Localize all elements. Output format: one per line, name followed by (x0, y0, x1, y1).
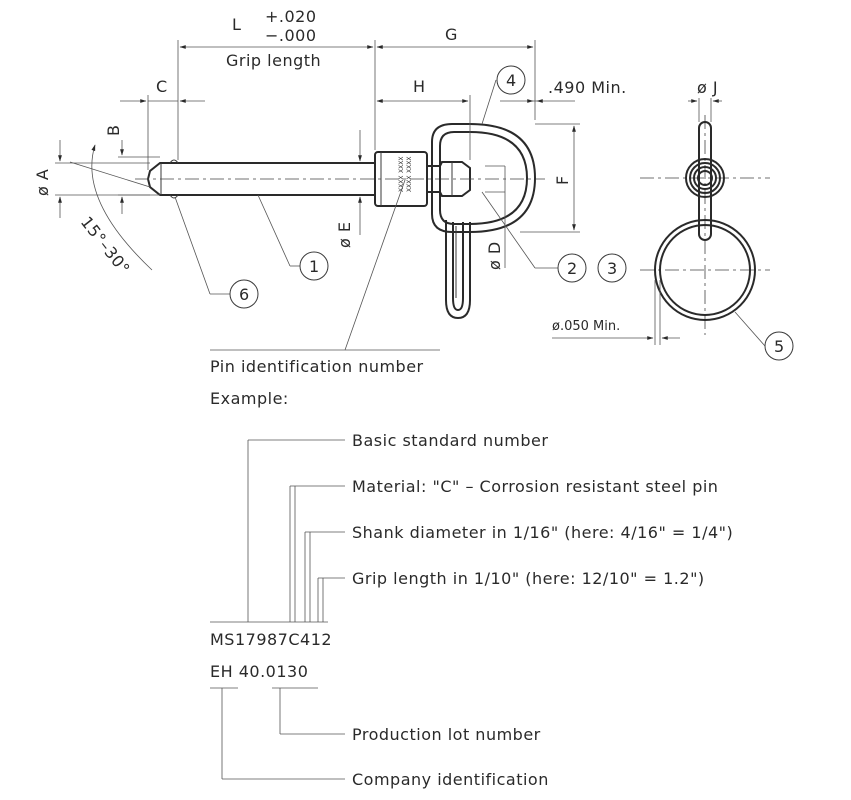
svg-text:XXXX: XXXX (398, 176, 405, 192)
dim-490-min: .490 Min. (548, 78, 627, 97)
part-number: MS17987C412 (210, 630, 332, 649)
legend-company: Company identification (352, 770, 549, 789)
callout-2: 2 (567, 259, 578, 278)
dim-G: G (445, 25, 458, 44)
pin-id-title: Pin identification number (210, 357, 424, 376)
dim-F: F (553, 175, 572, 185)
callout-1: 1 (309, 257, 320, 276)
dim-A: ø A (33, 169, 52, 196)
dim-angle: 15°–30° (77, 213, 134, 278)
callout-3: 3 (607, 259, 618, 278)
legend-grip: Grip length in 1/10" (here: 12/10" = 1.2… (352, 569, 705, 588)
dim-tol-minus: −.000 (265, 26, 317, 45)
pin-id-legend: Pin identification number Example: Basic… (210, 179, 733, 789)
dim-L: L (232, 15, 241, 34)
callouts: 1 6 2 3 4 5 (174, 65, 794, 361)
pin-end-view (552, 98, 770, 345)
pin-marking: XXXX XXXX XXXX XXXX (398, 157, 413, 192)
lot-line: EH 40.0130 (210, 662, 308, 681)
svg-text:XXXX: XXXX (406, 176, 413, 192)
dim-E: ø E (335, 222, 354, 248)
legend-material: Material: "C" – Corrosion resistant stee… (352, 477, 718, 496)
svg-text:XXXX: XXXX (398, 157, 405, 173)
dim-J: ø J (697, 78, 718, 97)
callout-5: 5 (774, 337, 785, 356)
legend-production-lot: Production lot number (352, 725, 541, 744)
dim-D: ø D (485, 241, 504, 270)
dim-tol-plus: +.020 (265, 7, 317, 26)
dim-grip-length: Grip length (226, 51, 321, 70)
legend-shank: Shank diameter in 1/16" (here: 4/16" = 1… (352, 523, 733, 542)
dim-050-min: ø.050 Min. (552, 319, 620, 334)
example-label: Example: (210, 389, 289, 408)
callout-6: 6 (239, 285, 250, 304)
legend-basic: Basic standard number (352, 431, 548, 450)
callout-4: 4 (506, 71, 517, 90)
svg-text:XXXX: XXXX (406, 157, 413, 173)
pin-side-view: XXXX XXXX XXXX XXXX (135, 123, 545, 320)
dim-H: H (413, 77, 426, 96)
dim-B: B (104, 125, 123, 136)
dim-C: C (156, 77, 168, 96)
dimension-lines (55, 40, 580, 271)
